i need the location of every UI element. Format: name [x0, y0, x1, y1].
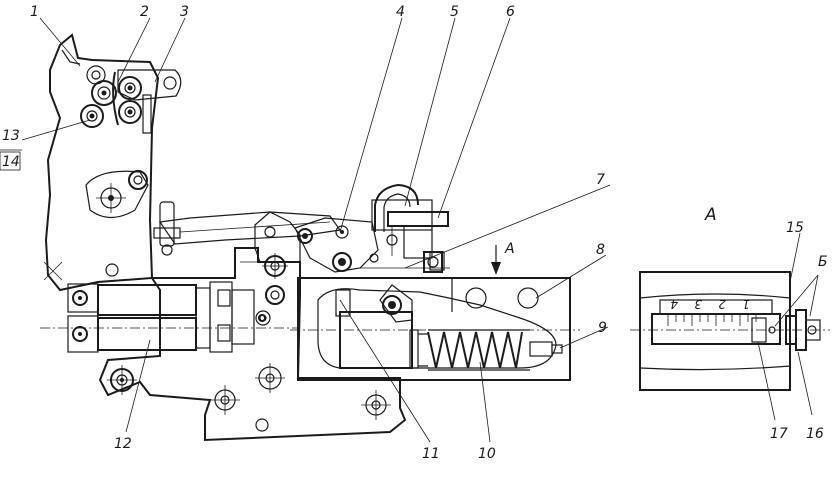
scale-mark-2: 2 — [718, 297, 726, 311]
callout-13: 13 — [2, 128, 20, 144]
callout-3: 3 — [180, 4, 189, 20]
scale-labels: 4 3 2 1 — [670, 297, 750, 311]
b-label: Б — [818, 254, 828, 270]
view-arrow: A — [491, 241, 515, 275]
scale-mark-4: 4 — [670, 297, 678, 311]
callout-14: 14 — [2, 154, 20, 170]
spring-housing — [290, 277, 580, 381]
callout-12: 12 — [114, 436, 132, 452]
callout-17: 17 — [770, 426, 788, 442]
cam-disc — [85, 170, 149, 219]
leader-lines — [21, 17, 819, 443]
central-linkage — [254, 211, 379, 305]
cylinder-block — [40, 261, 300, 353]
scale-mark-1: 1 — [742, 297, 750, 311]
main-frame — [44, 33, 182, 292]
callouts: 1 2 3 4 5 6 7 8 9 10 11 12 13 14 15 16 1… — [0, 4, 824, 462]
callout-2: 2 — [140, 4, 149, 20]
base-plate — [98, 247, 407, 442]
callout-4: 4 — [396, 4, 405, 20]
callout-11: 11 — [422, 446, 440, 462]
roller-group — [80, 65, 142, 128]
callout-16: 16 — [806, 426, 824, 442]
fasteners — [240, 251, 450, 322]
callout-10: 10 — [478, 446, 496, 462]
callout-6: 6 — [506, 4, 515, 20]
callout-9: 9 — [598, 320, 607, 336]
callout-8: 8 — [596, 242, 605, 258]
scale-mark-3: 3 — [694, 297, 702, 311]
callout-15: 15 — [786, 220, 804, 236]
view-arrow-label: A — [504, 241, 515, 257]
callout-7: 7 — [596, 172, 605, 188]
scale-ticks — [667, 314, 757, 326]
view-a: A 4 3 2 1 — [630, 205, 830, 391]
bracket-assembly — [371, 183, 449, 271]
callout-1: 1 — [30, 4, 39, 20]
view-a-title: A — [704, 205, 717, 225]
callout-5: 5 — [450, 4, 459, 20]
